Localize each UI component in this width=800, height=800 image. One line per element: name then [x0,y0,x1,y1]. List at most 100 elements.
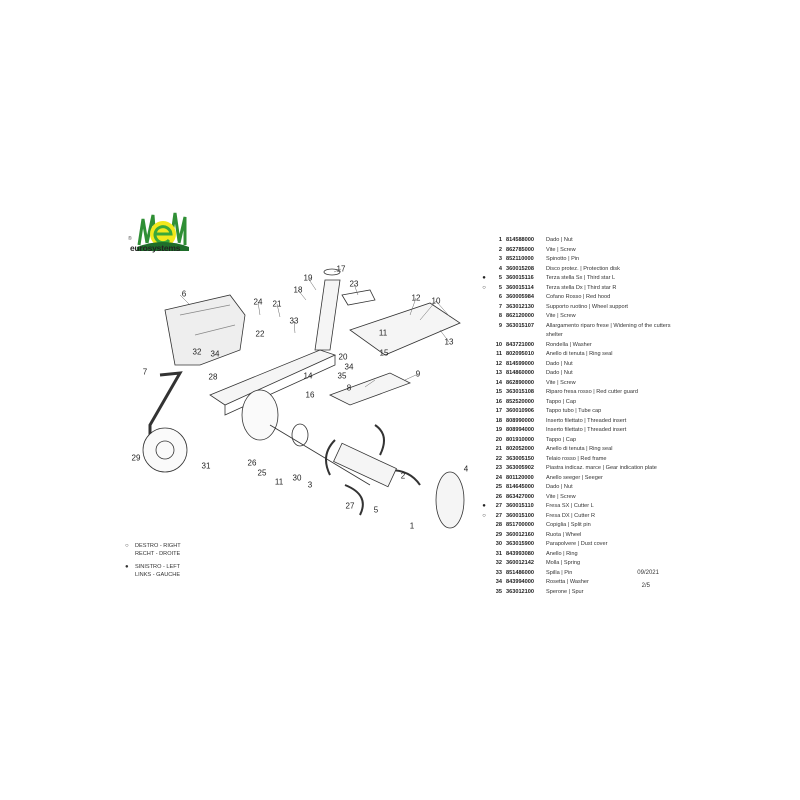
part-number: 19 [495,427,502,433]
side-marker-icon [480,350,488,360]
part-number: 29 [495,531,502,538]
part-number: 33 [495,569,502,576]
part-description: Cofano Rosso | Red hood [546,294,611,300]
wheel-part [142,427,188,473]
part-number: 20 [495,436,502,443]
part-number: 6 [498,294,502,300]
callout-number: 30 [292,473,302,483]
callout-number: 25 [257,468,267,478]
part-description: Ruota | Wheel [546,531,582,538]
callout-number: 27 [345,501,355,511]
side-marker-icon [480,293,488,303]
side-marker-icon: ○ [482,284,486,291]
column-tube-part [314,279,341,351]
side-marker-icon [480,445,488,455]
part-description: Vite | Screw [546,313,576,319]
part-number: 4 [498,265,502,272]
part-number: 16 [495,398,502,405]
callout-number: 32 [192,347,202,357]
part-description: Anello di tenuta | Ring seal [546,351,613,357]
guard-widening-part [328,372,412,406]
callout-number: 3 [307,480,313,490]
side-marker-icon [480,265,488,275]
part-code: 851700000 [506,522,534,528]
side-marker-icon [480,417,488,427]
part-code: 360015208 [506,265,534,272]
part-number: 28 [495,522,502,528]
callout-number: 26 [247,458,257,468]
part-code: 363012130 [506,303,534,310]
legend-left-line2: LINKS - GAUCHE [135,571,181,578]
part-code: 363012100 [506,588,534,595]
legend-right-line2: RECHT - DROITE [135,550,181,557]
callout-number: 14 [303,371,313,381]
side-marker-icon [480,455,488,465]
part-description: Dado | Nut [546,237,573,243]
legend-left-line1: SINISTRO - LEFT [135,564,181,570]
part-number: 26 [495,493,502,500]
logo-emblem-icon [137,212,189,251]
side-marker-icon [480,588,488,598]
callout-number: 5 [373,505,379,515]
side-marker-icon [480,341,488,351]
callout-number: 10 [431,296,441,306]
side-marker-icon: ● [482,503,486,509]
part-description: Inserto filettato | Threaded insert [546,427,627,433]
callout-number: 15 [379,348,389,358]
side-marker-icon [480,322,488,341]
callout-number: 23 [349,279,359,289]
side-marker-icon [480,426,488,436]
part-code: 814645000 [506,484,534,490]
side-marker-icon [480,540,488,550]
part-code: 814860000 [506,370,534,376]
part-description: Sperone | Spur [546,588,584,595]
part-description: Terza stella Dx | Third star R [546,284,617,291]
part-description: Inserto filettato | Threaded insert [546,417,627,424]
callout-number: 21 [272,299,282,309]
callout-number: 11 [378,328,388,338]
side-marker-icon [480,379,488,389]
part-code: 802095010 [506,351,534,357]
part-description: Dado | Nut [546,360,573,367]
part-code: 814588000 [506,237,534,243]
callout-number: 18 [293,285,303,295]
filled-dot-icon: ● [125,564,129,570]
side-marker-icon [480,246,488,256]
side-marker-icon [480,360,488,370]
part-description: Anello | Ring [546,550,578,557]
part-number: 31 [495,550,502,557]
part-description: Piastra indicaz. marce | Gear indication… [546,465,657,471]
part-description: Anello di tenuta | Ring seal [546,446,613,452]
legend-right-line1: DESTRO - RIGHT [135,543,181,549]
part-description: Riparo fresa rosso | Red cutter guard [546,389,638,395]
part-description: Dado | Nut [546,370,573,376]
part-description: Parapolvere | Dust cover [546,541,608,547]
side-marker-icon [480,559,488,569]
part-number: 7 [498,303,502,310]
part-code: 360012142 [506,560,534,566]
part-number: 25 [495,484,502,490]
part-number: 21 [495,446,502,452]
part-code: 363015107 [506,322,534,329]
part-number: 30 [495,541,502,547]
side-marker-icon [480,493,488,503]
